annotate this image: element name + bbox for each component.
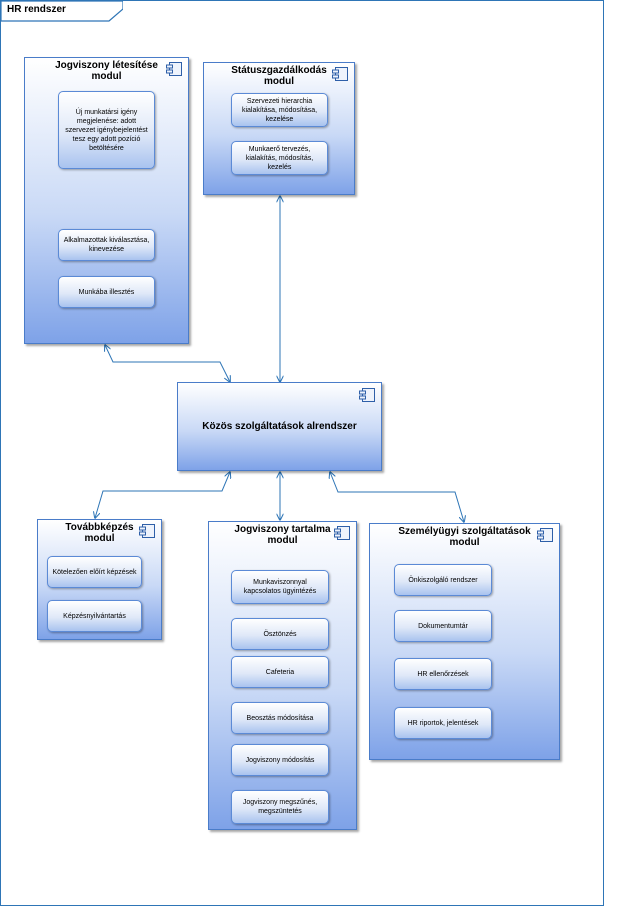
module-szemelyugyi: Személyügyi szolgáltatások modul Önkiszo… [369,523,560,760]
item-dokumentumtar: Dokumentumtár [394,610,492,642]
component-icon [537,528,553,542]
item-onkiszolgalo-rendszer: Önkiszolgáló rendszer [394,564,492,596]
connector-tovabbkepzes [95,472,230,518]
component-icon [334,526,350,540]
item-cafeteria: Cafeteria [231,656,329,688]
component-icon [166,62,182,76]
module-title: Személyügyi szolgáltatások modul [398,526,531,548]
item-uj-munkatarsi-igeny: Új munkatársi igény megjelenése: adott s… [58,91,155,169]
item-munkaba-illesztes: Munkába illesztés [58,276,155,308]
component-icon [332,67,348,81]
module-title: Jogviszony létesítése modul [55,60,158,82]
item-osztonzes: Ösztönzés [231,618,329,650]
item-kepzesnyilvantartas: Képzésnyilvántartás [47,600,142,632]
connector-jogviszony-letesitese [105,345,230,382]
module-title: Jogviszony tartalma modul [234,524,331,546]
module-jogviszony-letesitese: Jogviszony létesítése modul Új munkatárs… [24,57,189,344]
item-hr-ellenorzesek: HR ellenőrzések [394,658,492,690]
module-title: Státuszgazdálkodás modul [231,65,327,87]
item-kotelezoen-eloirt-kepzesek: Kötelezően előírt képzések [47,556,142,588]
module-statuszgazdalkodas: Státuszgazdálkodás modul Szervezeti hier… [203,62,355,195]
item-munkaviszonnyal-kapcsolatos: Munkaviszonnyal kapcsolatos ügyintézés [231,570,329,604]
frame-label-tab [1,1,123,22]
item-jogviszony-megszunes: Jogviszony megszűnés, megszüntetés [231,790,329,824]
frame-label: HR rendszer [7,4,66,15]
component-icon [139,524,155,538]
center-title: Közös szolgáltatások alrendszer [202,421,357,432]
center-subsystem: Közös szolgáltatások alrendszer [177,382,382,471]
item-szervezeti-hierarchia: Szervezeti hierarchia kialakítása, módos… [231,93,328,127]
item-beosztas-modositasa: Beosztás módosítása [231,702,329,734]
item-munkaero-tervezes: Munkaerő tervezés, kialakítás, módosítás… [231,141,328,175]
item-hr-riportok: HR riportok, jelentések [394,707,492,739]
module-title: Továbbképzés modul [65,522,134,544]
item-alkalmazottak-kivalasztasa: Alkalmazottak kiválasztása, kinevezése [58,229,155,261]
item-jogviszony-modositas: Jogviszony módosítás [231,744,329,776]
connector-szemelyugyi [330,472,464,522]
component-icon [359,388,375,402]
module-jogviszony-tartalma: Jogviszony tartalma modul Munkaviszonnya… [208,521,357,830]
module-tovabbkepzes: Továbbképzés modul Kötelezően előírt kép… [37,519,162,640]
